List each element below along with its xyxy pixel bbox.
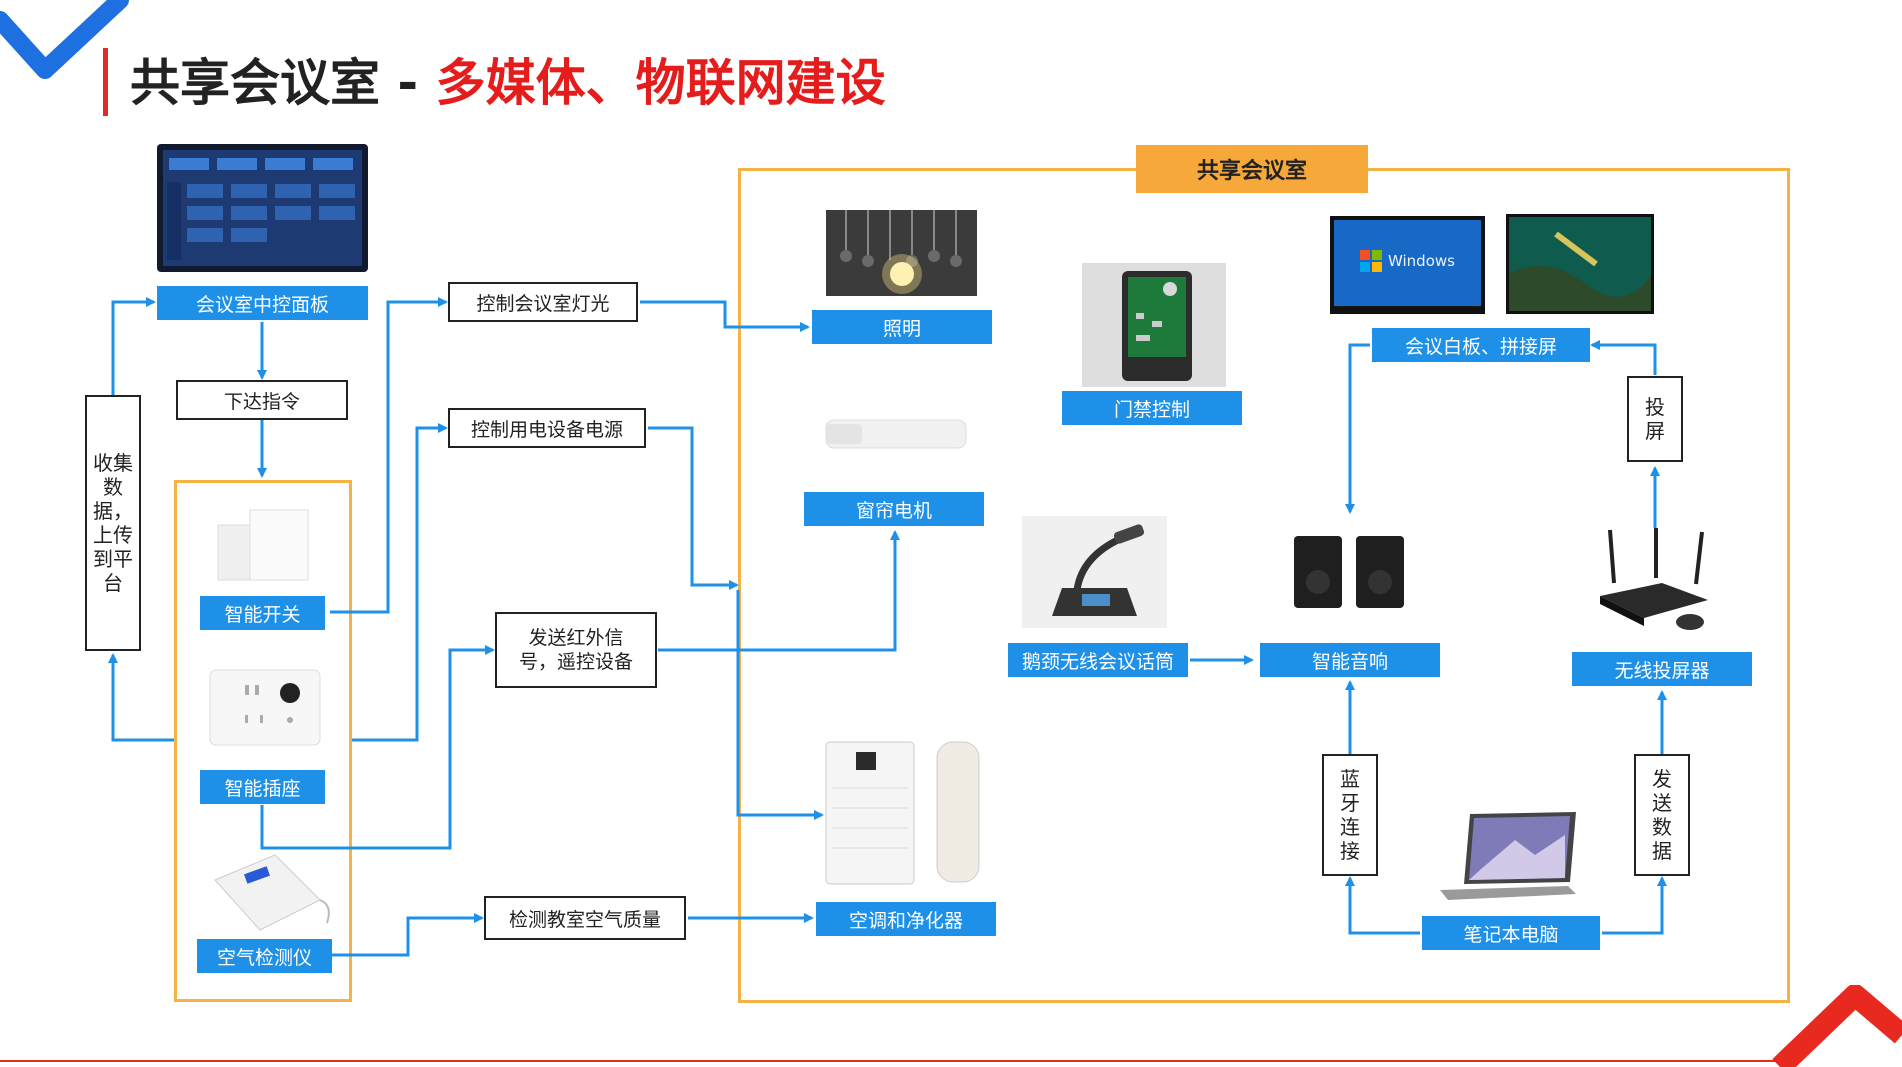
issue-command-note: 下达指令 xyxy=(176,380,348,420)
detect-air-note: 检测教室空气质量 xyxy=(484,896,686,940)
smart-switch-label: 智能开关 xyxy=(200,596,325,630)
ac-purifier-icon xyxy=(825,741,980,885)
gooseneck-microphone-icon xyxy=(1022,516,1167,628)
whiteboard-label: 会议白板、拼接屏 xyxy=(1372,328,1590,362)
gooseneck-mic-label: 鹅颈无线会议话筒 xyxy=(1008,643,1188,677)
collect-data-note: 收集数据，上传到平台 xyxy=(85,395,141,651)
project-note: 投屏 xyxy=(1627,376,1683,462)
access-control-label: 门禁控制 xyxy=(1062,391,1242,425)
control-panel-label: 会议室中控面板 xyxy=(157,286,368,320)
room-label: 共享会议室 xyxy=(1136,145,1368,193)
curtain-motor-label: 窗帘电机 xyxy=(804,492,984,526)
control-lights-note: 控制会议室灯光 xyxy=(448,282,638,322)
send-ir-note: 发送红外信号，遥控设备 xyxy=(495,612,657,688)
bottom-divider xyxy=(0,1060,1790,1062)
bluetooth-note: 蓝牙连接 xyxy=(1322,754,1378,876)
underwater-screen-icon xyxy=(1506,214,1654,314)
send-data-note: 发送数据 xyxy=(1634,754,1690,876)
wireless-projector-icon xyxy=(1600,528,1708,630)
curtain-motor-icon xyxy=(825,419,967,449)
ac-purifier-label: 空调和净化器 xyxy=(816,902,996,936)
air-detector-label: 空气检测仪 xyxy=(197,939,332,973)
wireless-projector-label: 无线投屏器 xyxy=(1572,652,1752,686)
smart-socket-label: 智能插座 xyxy=(200,770,325,804)
laptop-label: 笔记本电脑 xyxy=(1422,916,1600,950)
windows-screen-icon: Windows xyxy=(1330,216,1485,314)
svg-text:Windows: Windows xyxy=(1388,252,1455,270)
check-mark-icon xyxy=(0,0,129,79)
lighting-label: 照明 xyxy=(812,310,992,344)
title-accent-bar xyxy=(103,48,108,116)
smart-speaker-label: 智能音响 xyxy=(1260,643,1440,677)
sensor-group-frame xyxy=(174,480,352,1002)
air-detector-icon xyxy=(214,854,330,931)
corner-chevron-icon xyxy=(1772,985,1902,1067)
control-panel-screen-icon xyxy=(157,144,368,272)
smart-speaker-icon xyxy=(1294,536,1404,608)
access-control-board-icon xyxy=(1082,263,1226,387)
page-title: 共享会议室 - 多媒体、物联网建设 xyxy=(130,54,886,112)
lighting-bulbs-icon xyxy=(826,210,977,296)
smart-socket-icon xyxy=(209,669,321,746)
control-power-note: 控制用电设备电源 xyxy=(448,408,646,448)
smart-switch-icon xyxy=(217,509,309,581)
laptop-icon xyxy=(1440,812,1576,900)
